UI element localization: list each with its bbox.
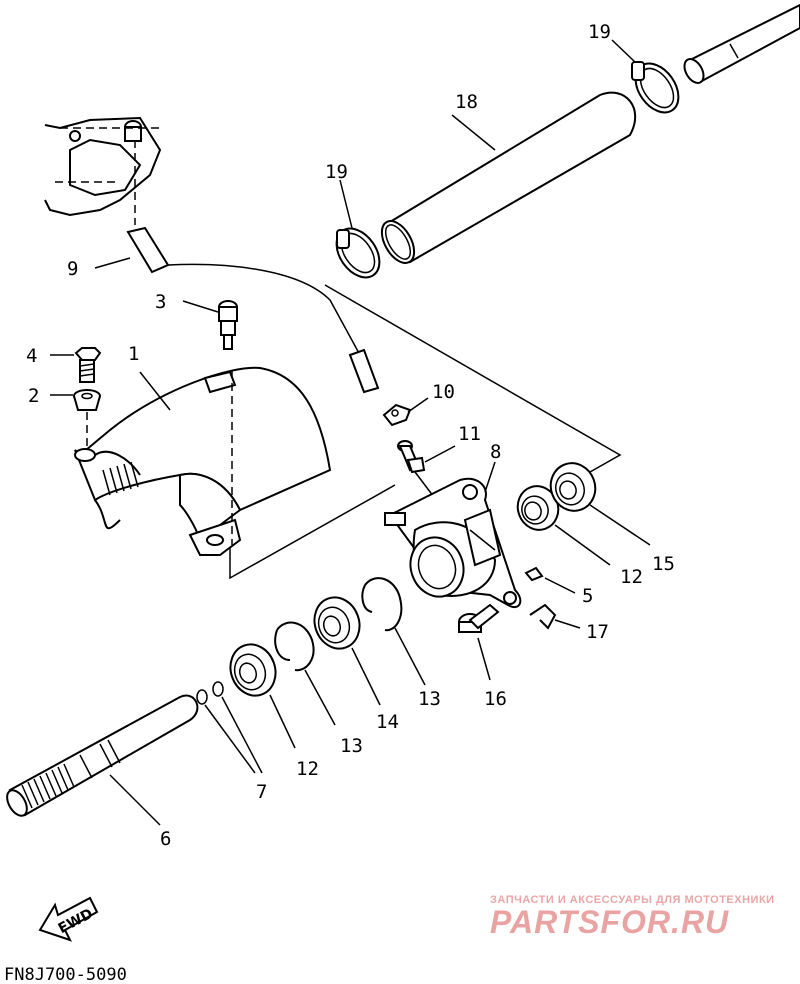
part-6-shaft (6, 694, 199, 826)
part-15-bearing (549, 462, 651, 546)
callout-13-upper: 13 (418, 688, 441, 710)
part-12-bearing-left (229, 643, 296, 749)
part-19-clamp-right (611, 39, 680, 114)
callout-1: 1 (128, 343, 139, 365)
part-18-sleeve (380, 91, 637, 264)
part-3-grease-nipple (182, 300, 238, 350)
part-9-hose (94, 226, 380, 394)
part-12-bearing-right (516, 485, 611, 566)
part-17-clip (529, 603, 581, 630)
assembly-outline (229, 284, 622, 580)
part-7-o-rings (196, 681, 263, 774)
part-1-cover (74, 366, 332, 556)
callout-17: 17 (586, 621, 609, 643)
callout-7: 7 (256, 781, 267, 803)
callout-15: 15 (652, 553, 675, 575)
part-4-bolt (50, 347, 102, 383)
callout-6: 6 (160, 828, 171, 850)
callout-10: 10 (432, 381, 455, 403)
callout-9: 9 (67, 258, 78, 280)
engine-housing-fragment (44, 116, 162, 225)
callout-12-left: 12 (296, 758, 319, 780)
part-19-clamp-left (335, 179, 381, 279)
part-13-circlip-lower (274, 621, 336, 726)
part-13-circlip-upper (361, 577, 426, 686)
drawing-code: FN8J700-5090 (4, 965, 127, 984)
callout-12-right: 12 (620, 566, 643, 588)
callout-3: 3 (155, 291, 166, 313)
callout-5: 5 (582, 585, 593, 607)
callout-4: 4 (26, 345, 37, 367)
part-5-pin (524, 566, 576, 594)
callout-19-left: 19 (325, 161, 348, 183)
callout-2: 2 (28, 385, 39, 407)
watermark-brand: PARTSFOR.RU (490, 904, 729, 940)
part-8-bearing-housing (384, 461, 522, 609)
callout-19-right: 19 (588, 21, 611, 43)
part-2-collar (50, 389, 101, 450)
part-10-clip (382, 397, 429, 427)
callout-labels: 1 2 3 4 5 6 7 8 9 10 11 12 12 13 13 14 1… (26, 21, 675, 850)
part-14-bearing (313, 596, 381, 706)
fwd-arrow: FWD (38, 896, 99, 942)
callout-14: 14 (376, 711, 399, 733)
callout-16: 16 (484, 688, 507, 710)
watermark-tagline: ЗАПЧАСТИ И АКСЕССУАРЫ ДЛЯ МОТОТЕХНИКИ (490, 894, 775, 906)
callout-13-lower: 13 (340, 735, 363, 757)
callout-18: 18 (455, 91, 478, 113)
drive-shaft-fragment (683, 3, 800, 84)
callout-11: 11 (458, 423, 481, 445)
part-16-bolt (458, 603, 500, 681)
callout-8: 8 (490, 441, 501, 463)
